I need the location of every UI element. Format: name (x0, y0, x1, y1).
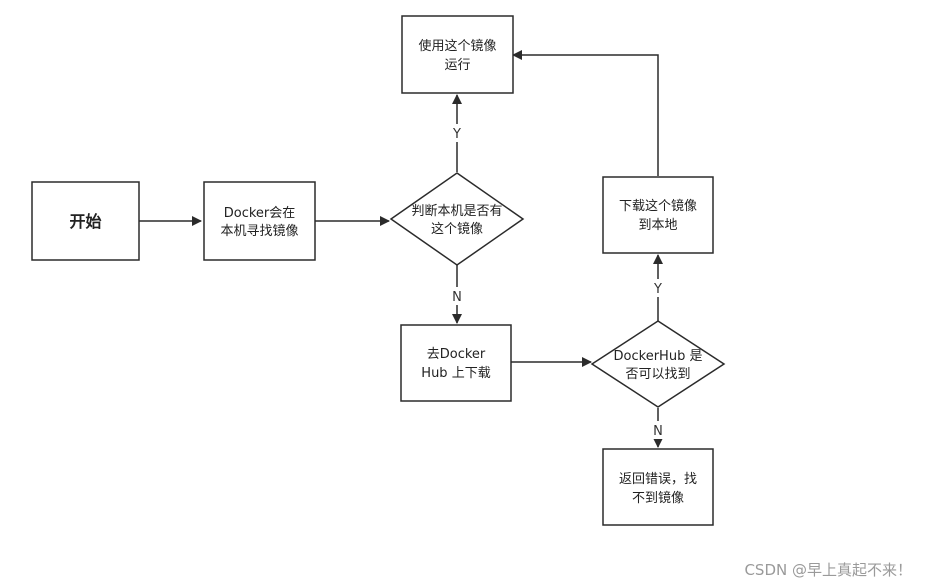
node-docker-search-line-2: 本机寻找镜像 (220, 224, 298, 239)
node-hub-check-line-1: DockerHub 是 (614, 349, 703, 364)
node-go-hub: 去Docker Hub 上下载 (400, 324, 512, 402)
edge-label-hub-no: N (653, 424, 663, 439)
node-docker-search-line-1: Docker会在 (224, 206, 296, 221)
node-start-label: 开始 (69, 212, 101, 231)
node-local-check-line-1: 判断本机是否有 (411, 204, 502, 219)
node-run-image: 使用这个镜像 运行 (401, 15, 514, 94)
node-run-image-line-2: 运行 (444, 58, 470, 73)
node-download-local-line-2: 到本地 (638, 218, 677, 233)
node-download-local-line-1: 下载这个镜像 (619, 198, 697, 214)
node-return-error: 返回错误，找 不到镜像 (602, 448, 714, 526)
node-return-error-line-1: 返回错误，找 (619, 472, 697, 487)
edge-download-to-run (512, 50, 659, 176)
node-local-check-line-2: 这个镜像 (431, 221, 483, 237)
node-start: 开始 (31, 181, 140, 261)
node-go-hub-line-2: Hub 上下载 (421, 366, 490, 381)
node-docker-search: Docker会在 本机寻找镜像 (203, 181, 316, 261)
node-local-check: 判断本机是否有 这个镜像 (389, 172, 525, 266)
edge-label-hub-yes: Y (653, 282, 662, 297)
node-hub-check-line-2: 否可以找到 (625, 367, 690, 382)
node-return-error-line-2: 不到镜像 (632, 491, 684, 506)
watermark: CSDN @早上真起不来！ (744, 561, 912, 579)
node-download-local: 下载这个镜像 到本地 (602, 176, 714, 254)
node-hub-check: DockerHub 是 否可以找到 (590, 320, 726, 408)
node-run-image-line-1: 使用这个镜像 (418, 38, 496, 54)
edge-label-local-no: N (452, 290, 462, 305)
edge-label-local-yes: Y (452, 127, 461, 142)
node-go-hub-line-1: 去Docker (427, 347, 486, 362)
